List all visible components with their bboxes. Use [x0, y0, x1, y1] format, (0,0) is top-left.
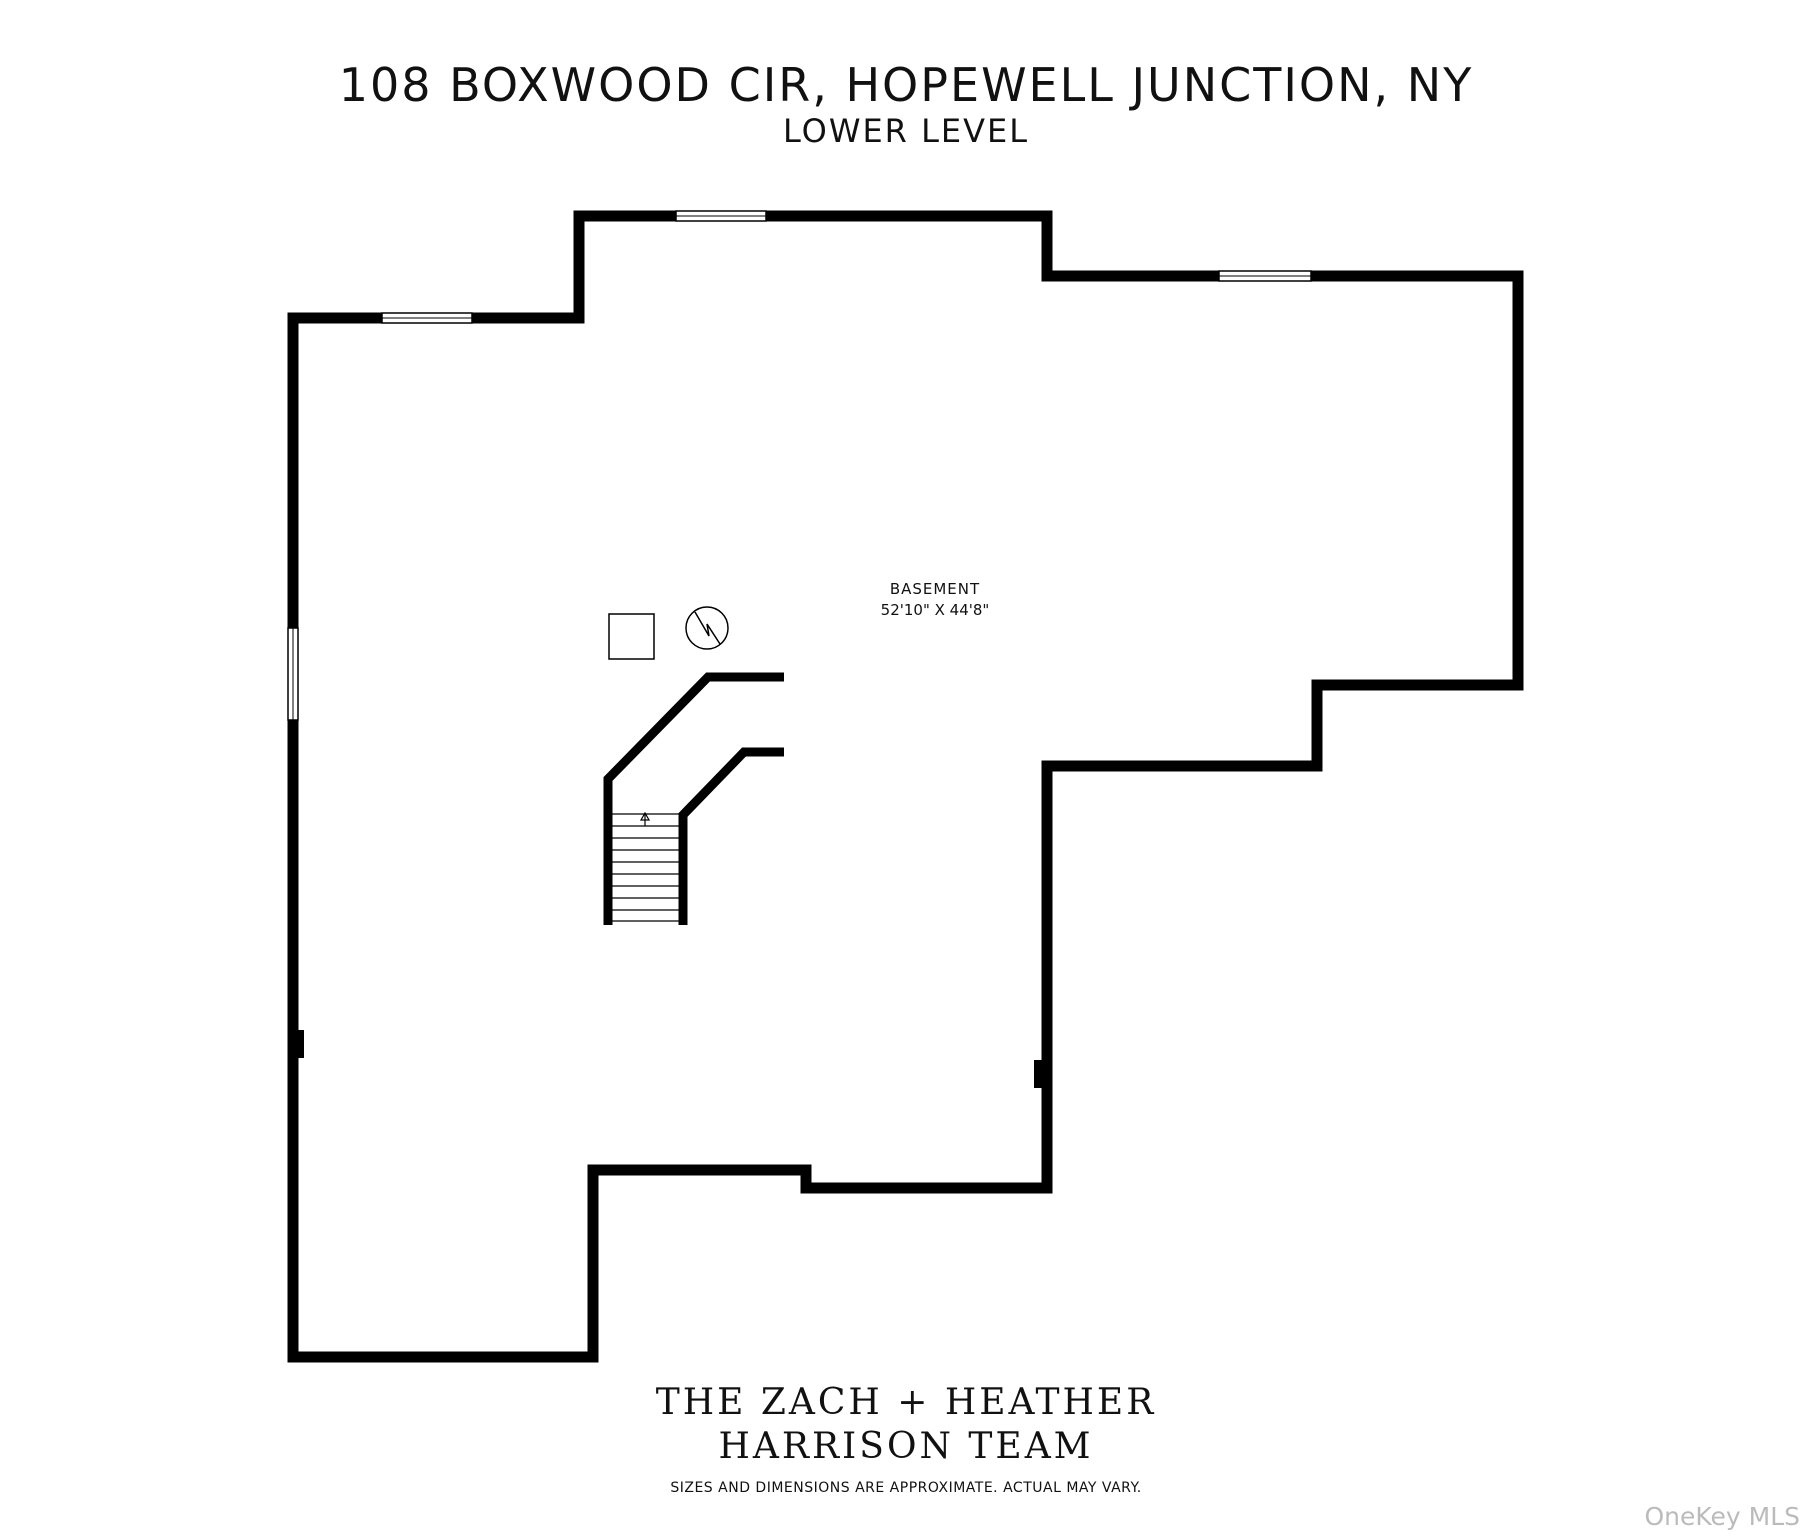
- room-dimensions: 52'10" X 44'8": [880, 601, 990, 619]
- disclaimer: SIZES AND DIMENSIONS ARE APPROXIMATE. AC…: [670, 1480, 1142, 1496]
- windows: [287, 210, 1312, 721]
- wall-post-left: [293, 1030, 304, 1058]
- water-heater-icon: [685, 606, 729, 650]
- stair-wall-inner: [678, 747, 784, 925]
- watermark: OneKey MLS: [1644, 1502, 1800, 1531]
- stair-wall-outer: [603, 672, 784, 925]
- level-label: LOWER LEVEL: [782, 112, 1030, 150]
- brand-line-2: HARRISON TEAM: [718, 1426, 1094, 1467]
- plan-title: 108 BOXWOOD CIR, HOPEWELL JUNCTION, NY: [338, 58, 1474, 112]
- stairs-up-arrow-icon: [639, 811, 651, 826]
- room-label: BASEMENT: [889, 580, 981, 598]
- brand-line-1: THE ZACH + HEATHER: [655, 1382, 1157, 1423]
- exterior-wall: [287, 210, 1524, 1363]
- wall-post-right: [1034, 1060, 1045, 1088]
- utility-box-icon: [608, 613, 655, 660]
